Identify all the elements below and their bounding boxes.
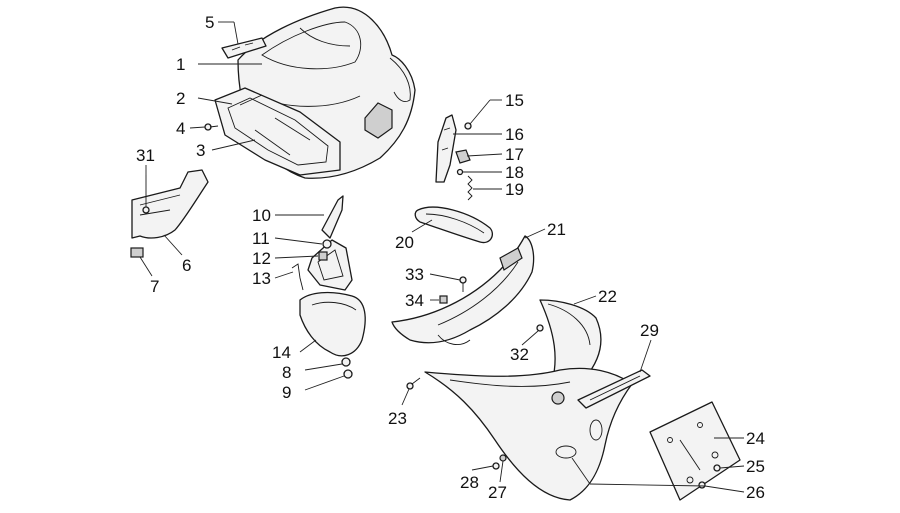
callout-7: 7 [150,277,159,296]
part-screw-33 [459,276,467,292]
part-nut-8 [341,357,351,367]
leader-17 [466,153,503,157]
part-bushing-17 [455,149,471,164]
callout-17: 17 [505,145,524,164]
leader-22 [573,295,597,305]
part-washer-9 [343,369,353,379]
callout-8: 8 [282,363,291,382]
callout-32: 32 [510,345,529,364]
callout-19: 19 [505,180,524,199]
part-spring-clip-13 [291,263,304,291]
part-bolt-25 [713,464,721,472]
callout-14: 14 [272,343,291,362]
part-bushing-11 [322,239,332,249]
part-rear-lamp-housing-21 [391,235,535,346]
callout-10: 10 [252,206,271,225]
callout-5: 5 [205,13,214,32]
callout-labels: 1 2 3 4 5 6 7 8 9 10 11 12 13 14 15 16 1… [136,13,765,502]
part-clip-34 [439,295,448,304]
leader-23 [401,388,410,406]
leader-25 [719,465,745,469]
callout-18: 18 [505,163,524,182]
leader-8 [304,363,343,371]
callout-22: 22 [598,287,617,306]
part-clip-7 [130,247,144,258]
leader-9 [304,375,345,391]
callout-26: 26 [746,483,765,502]
part-bolt-31 [142,175,150,214]
part-grab-handle-20 [414,206,494,244]
part-spring-19 [467,175,473,201]
callout-1: 1 [176,55,185,74]
leader-7 [139,256,153,277]
leader-28 [471,465,494,471]
callout-28: 28 [460,473,479,492]
part-rear-mudguard [424,367,633,501]
callout-25: 25 [746,457,765,476]
leader-29 [639,339,652,373]
leader-21 [524,228,546,239]
leader-11 [274,237,323,245]
part-screw-4 [204,123,219,131]
leader-33 [429,273,461,281]
callout-33: 33 [405,265,424,284]
callout-13: 13 [252,269,271,288]
part-small-bracket [221,37,267,59]
leader-15b [469,99,491,125]
leader-26 [704,485,745,493]
callout-21: 21 [547,220,566,239]
leader-2 [197,97,233,105]
callout-4: 4 [176,119,185,138]
callout-12: 12 [252,249,271,268]
callout-6: 6 [182,256,191,275]
part-spacer-12 [318,251,328,261]
callout-2: 2 [176,89,185,108]
part-lower-shell-14 [299,291,366,357]
leader-3 [211,139,256,151]
callout-27: 27 [488,483,507,502]
callout-23: 23 [388,409,407,428]
leader-26b [589,483,706,487]
callout-20: 20 [395,233,414,252]
part-hinge-bracket-10 [307,195,353,291]
part-pin-18 [456,168,464,176]
part-inner-fender-22 [539,299,602,389]
part-side-panel [131,169,209,239]
leader-lines [139,21,745,493]
leader-13 [274,271,294,279]
leader-27 [499,460,504,483]
part-screw-23 [406,377,421,390]
callout-3: 3 [196,141,205,160]
callout-29: 29 [640,321,659,340]
part-bolt-15 [464,122,472,130]
leader-5b [233,21,239,45]
part-hinge-assembly-16 [435,114,457,183]
part-screw-32 [536,324,544,332]
leader-14 [299,339,317,353]
part-nut-27 [499,454,507,462]
callout-15: 15 [505,91,524,110]
leader-20 [411,219,433,233]
leader-12 [274,255,319,259]
callout-11: 11 [252,229,270,248]
part-plate-holder-24 [649,401,741,501]
callout-34: 34 [405,291,424,310]
leader-4 [189,126,206,129]
callout-9: 9 [282,383,291,402]
part-washer-28 [492,462,500,470]
part-bolt-26 [698,481,706,489]
leader-26c [571,457,591,485]
part-lower-frame-cradle [214,87,341,176]
callout-24: 24 [746,429,765,448]
leader-32 [521,330,539,346]
leader-6 [163,234,183,256]
callout-31: 31 [136,146,155,165]
part-reflector-29 [577,369,651,409]
callout-16: 16 [505,125,524,144]
